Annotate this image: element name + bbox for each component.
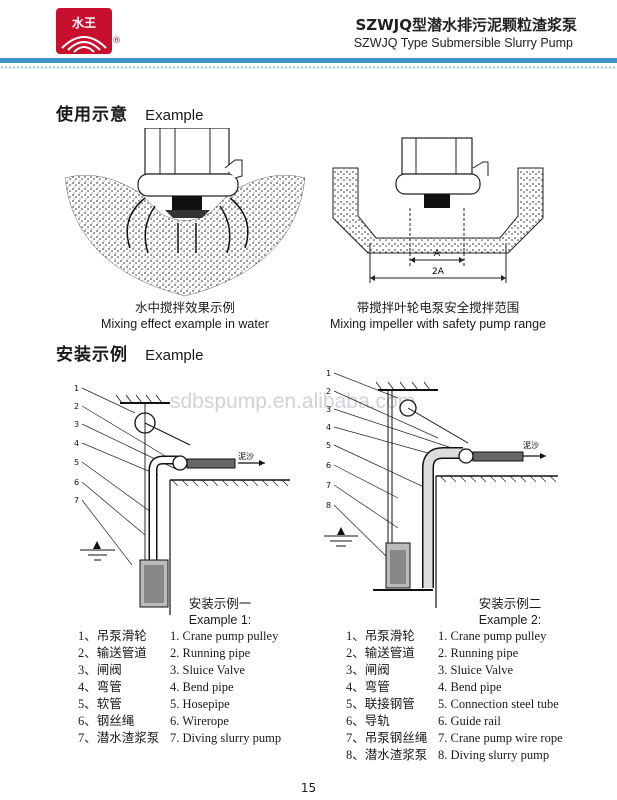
ex1-num-6: 6 bbox=[74, 478, 79, 487]
ex2-num-8: 8 bbox=[326, 501, 331, 510]
example1-caption: 安装示例一 Example 1: bbox=[150, 596, 290, 628]
registered-mark: ® bbox=[112, 36, 121, 46]
ex2-num-6: 6 bbox=[326, 461, 331, 470]
example1-title-en: Example 1: bbox=[188, 613, 252, 627]
example1-diagram: 1 2 3 4 5 6 7 泥沙 bbox=[74, 384, 290, 615]
dim-a-label: A bbox=[434, 249, 441, 259]
mixing-water-illustration bbox=[64, 128, 306, 297]
example1-title-cn: 安装示例一 bbox=[188, 597, 252, 611]
ex2-num-2: 2 bbox=[326, 387, 331, 396]
section2-heading: 安装示例 Example bbox=[56, 340, 203, 365]
left-caption: 水中搅拌效果示例 Mixing effect example in water bbox=[60, 300, 310, 332]
ex2-num-5: 5 bbox=[326, 441, 331, 450]
header-title-cn: SZWJQ型潜水排污泥颗粒渣浆泵 bbox=[355, 16, 577, 34]
brand-logo: 水王 bbox=[56, 8, 112, 54]
ex1-num-5: 5 bbox=[74, 458, 79, 467]
example2-callout-numbers: 1 2 3 4 5 6 7 8 bbox=[326, 369, 331, 510]
left-caption-en: Mixing effect example in water bbox=[101, 317, 269, 331]
ex1-num-1: 1 bbox=[74, 384, 79, 393]
header-title-en: SZWJQ Type Submersible Slurry Pump bbox=[353, 36, 573, 50]
example2-title-en: Example 2: bbox=[478, 613, 542, 627]
ex1-flow-label: 泥沙 bbox=[238, 452, 254, 461]
ex1-num-2: 2 bbox=[74, 402, 79, 411]
section1-title-cn: 使用示意 bbox=[56, 105, 128, 125]
example2-diagram: 1 2 3 4 5 6 7 8 泥沙 bbox=[324, 369, 558, 608]
ex2-num-7: 7 bbox=[326, 481, 331, 490]
ex2-num-1: 1 bbox=[326, 369, 331, 378]
ex2-flow-label: 泥沙 bbox=[523, 441, 539, 450]
logo-text: 水王 bbox=[71, 16, 96, 30]
right-caption: 带搅拌叶轮电泵安全搅拌范围 Mixing impeller with safet… bbox=[318, 300, 558, 332]
header-rule bbox=[0, 58, 617, 63]
section1-title-en: Example bbox=[145, 107, 204, 124]
logo-mountain-icon bbox=[61, 36, 107, 53]
page-number: 15 bbox=[300, 781, 317, 795]
ex1-num-3: 3 bbox=[74, 420, 79, 429]
section2-title-cn: 安装示例 bbox=[56, 345, 128, 365]
left-caption-cn: 水中搅拌效果示例 bbox=[134, 301, 235, 315]
ex2-num-4: 4 bbox=[326, 423, 331, 432]
dim-2a-label: 2A bbox=[432, 267, 445, 277]
ex1-num-7: 7 bbox=[74, 496, 79, 505]
section2-title-en: Example bbox=[145, 347, 204, 364]
header-dot-rule bbox=[0, 66, 617, 69]
watermark: sdbspump.en.alibaba.com bbox=[170, 390, 416, 413]
ex2-num-3: 3 bbox=[326, 405, 331, 414]
ex1-num-4: 4 bbox=[74, 439, 79, 448]
safety-range-illustration: A 2A bbox=[332, 137, 544, 283]
example1-callout-numbers: 1 2 3 4 5 6 7 bbox=[74, 384, 79, 505]
example2-title-cn: 安装示例二 bbox=[478, 597, 542, 611]
section1-heading: 使用示意 Example bbox=[56, 100, 203, 125]
right-caption-cn: 带搅拌叶轮电泵安全搅拌范围 bbox=[356, 301, 520, 315]
right-caption-en: Mixing impeller with safety pump range bbox=[329, 317, 547, 331]
example2-caption: 安装示例二 Example 2: bbox=[440, 596, 580, 628]
